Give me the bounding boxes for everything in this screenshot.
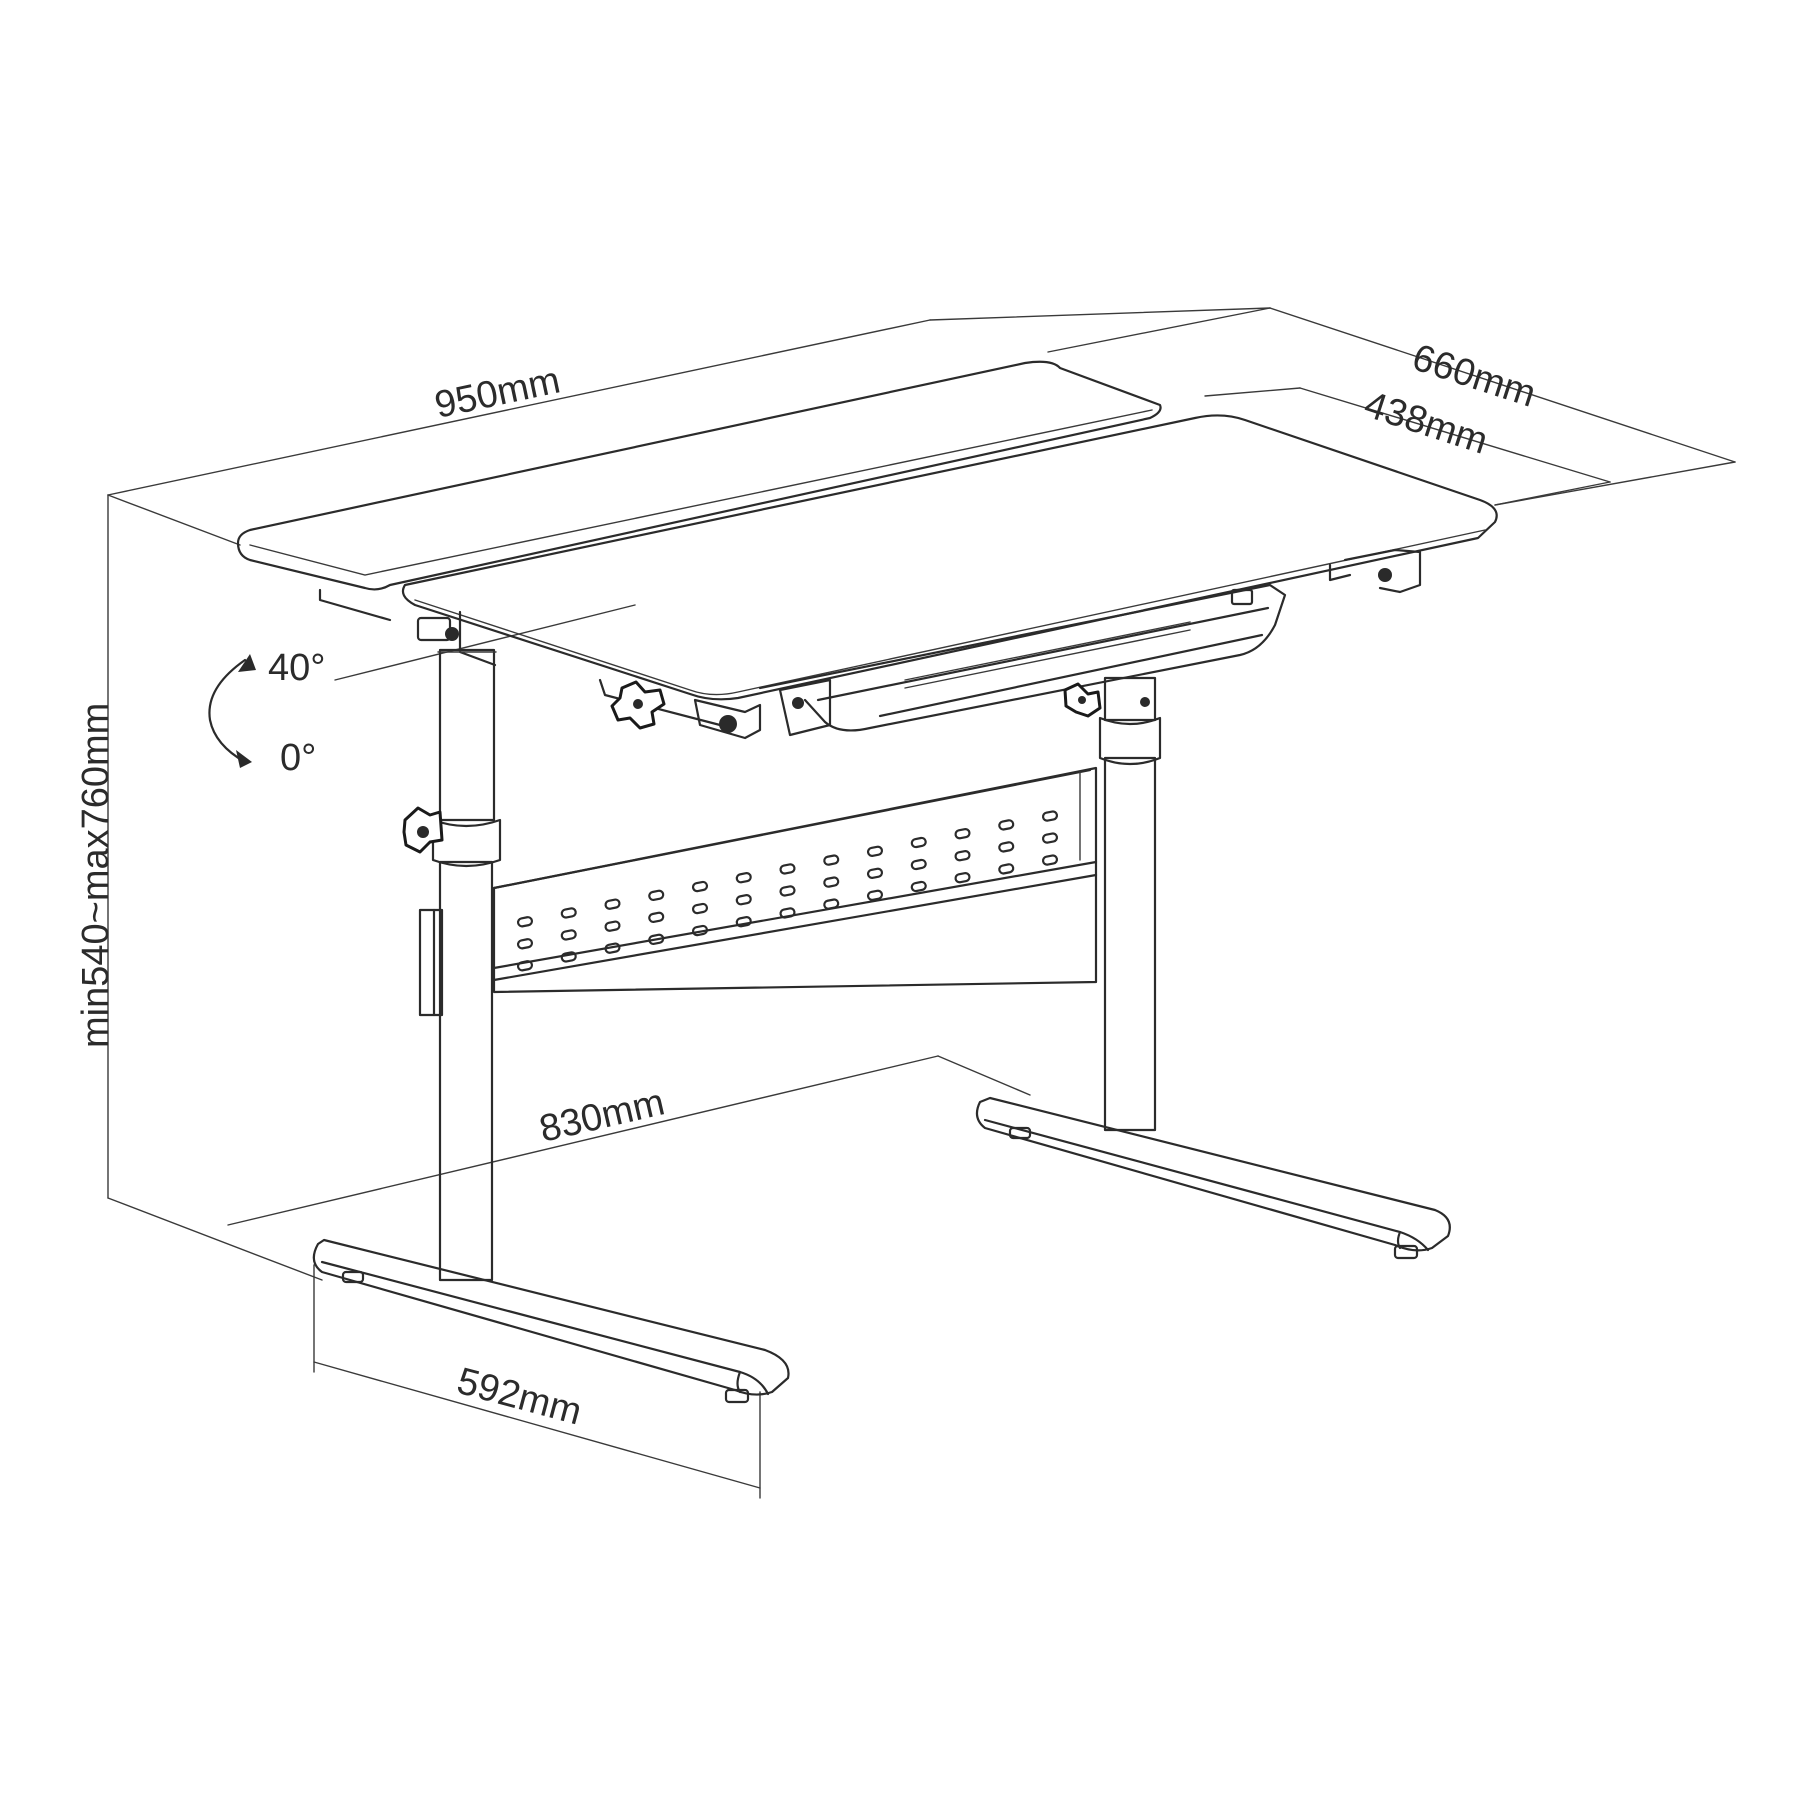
beam-slot [954, 850, 971, 862]
perforated-cross-beam [492, 766, 1098, 994]
beam-slot [779, 863, 796, 875]
beam-slot [560, 929, 577, 941]
beam-slot [516, 916, 534, 928]
beam-slot [648, 889, 665, 902]
label-height-range: min540~max760mm [75, 703, 117, 1048]
beam-slot [954, 872, 971, 884]
beam-slot [823, 876, 840, 888]
beam-slot [910, 858, 927, 871]
beam-slot [516, 960, 534, 972]
beam-slot [823, 854, 840, 866]
beam-slot [735, 872, 752, 884]
beam-slot [910, 836, 927, 849]
right-leg-column [1098, 676, 1162, 1132]
beam-slot [735, 894, 752, 906]
beam-slot [779, 885, 796, 897]
beam-slot [910, 880, 927, 893]
beam-slot [648, 933, 665, 946]
beam-slot [998, 863, 1015, 875]
tilt-lock-knob-right [1063, 682, 1102, 718]
beam-slot [516, 938, 534, 950]
label-frame-width-830: 830mm [536, 1081, 669, 1150]
beam-slot [560, 951, 577, 963]
beam-slot [954, 828, 971, 840]
underside-mechanisms [318, 548, 1422, 740]
label-width-950: 950mm [431, 359, 564, 426]
rear-fixed-panel [236, 360, 1162, 591]
beam-slot [604, 898, 621, 910]
tilt-rotation-arrow [208, 654, 256, 768]
tilt-lock-knob-left [610, 680, 666, 730]
right-foot [975, 1096, 1451, 1260]
beam-slot [560, 907, 577, 919]
beam-slot [998, 841, 1015, 853]
height-adjust-knob [402, 806, 444, 854]
arrow-up-icon [238, 654, 256, 672]
left-foot [312, 1238, 790, 1404]
beam-slot [866, 867, 884, 879]
arrow-down-icon [236, 750, 252, 768]
beam-slot [1041, 810, 1059, 822]
rear-bracket-right [1328, 548, 1422, 594]
beam-slot [1041, 832, 1059, 844]
beam-slot [604, 942, 621, 954]
beam-slot [866, 845, 884, 857]
label-tilt-0: 0° [280, 737, 316, 779]
tilting-top-panel [401, 414, 1498, 701]
label-tilt-40: 40° [268, 647, 325, 689]
dimension-lines [107, 307, 1736, 1499]
beam-slot [735, 916, 752, 928]
beam-slot [823, 898, 840, 910]
label-foot-length-592: 592mm [453, 1360, 586, 1433]
beam-slot [691, 880, 709, 893]
left-leg-column [402, 648, 502, 1282]
beam-slot [691, 924, 709, 937]
desk-top [236, 360, 1498, 701]
beam-slot [691, 902, 709, 915]
beam-slot [1041, 854, 1059, 866]
beam-slot [779, 907, 796, 919]
beam-slot [998, 819, 1015, 831]
beam-slots [516, 810, 1059, 972]
pen-tray [758, 583, 1287, 737]
beam-slot [866, 889, 884, 901]
beam-slot [604, 920, 621, 932]
beam-slot [648, 911, 665, 924]
front-bracket-left [693, 698, 762, 740]
